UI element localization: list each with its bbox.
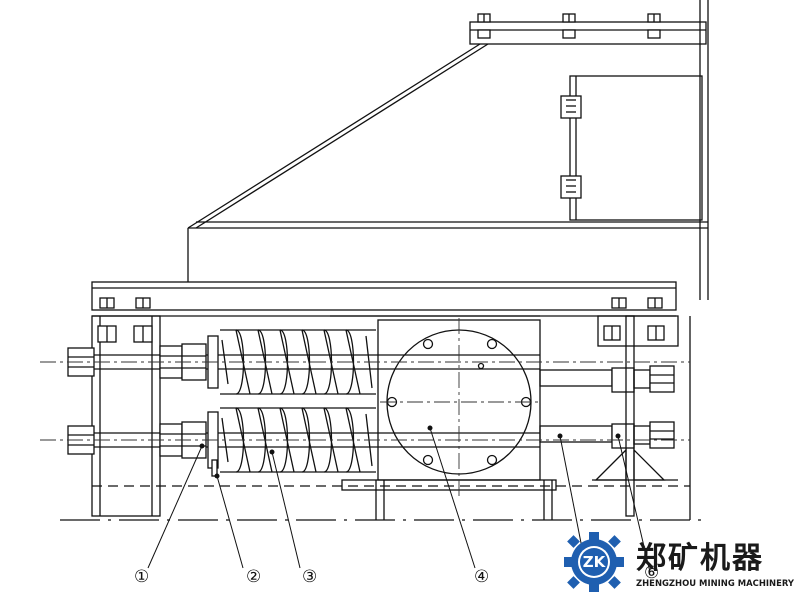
brand-name-cn: 郑矿机器	[636, 541, 764, 576]
right-support-bracket	[592, 315, 679, 517]
gear-logo-icon: ZK	[564, 532, 624, 592]
bolt-head-icon	[97, 325, 153, 343]
callout-2: ②	[246, 567, 261, 587]
centerlines	[40, 318, 690, 496]
leader-lines	[147, 425, 651, 573]
top-flange	[469, 13, 707, 45]
hopper-slope	[187, 43, 481, 229]
lower-tie-rod	[67, 411, 540, 477]
callout-6: ⑥	[644, 563, 659, 583]
brand-name-en: ZHENGZHOU MINING MACHINERY	[636, 579, 794, 589]
callout-3: ③	[302, 567, 317, 587]
drawing-body	[60, 0, 709, 521]
inspection-door	[560, 75, 703, 221]
callout-1: ①	[134, 567, 149, 587]
bolt-head-icon	[477, 13, 491, 39]
bolt-head-icon	[562, 13, 576, 39]
bolt-head-icon	[603, 325, 665, 341]
bearing-housing-icon	[330, 315, 557, 491]
hinge-icon	[560, 95, 582, 119]
logo-letters: ZK	[583, 553, 607, 571]
frame-plate	[91, 281, 677, 311]
bolt-head-icon	[99, 297, 663, 309]
brand-watermark: ZK 郑矿机器 ZHENGZHOU MINING MACHINERY	[564, 532, 794, 592]
bolt-head-icon	[647, 13, 661, 39]
right-adjusting-rods	[539, 365, 675, 449]
hinge-icon	[560, 175, 582, 199]
hopper-slope-inner	[195, 43, 489, 229]
left-support-bracket	[91, 315, 161, 517]
callout-4: ④	[474, 567, 489, 587]
